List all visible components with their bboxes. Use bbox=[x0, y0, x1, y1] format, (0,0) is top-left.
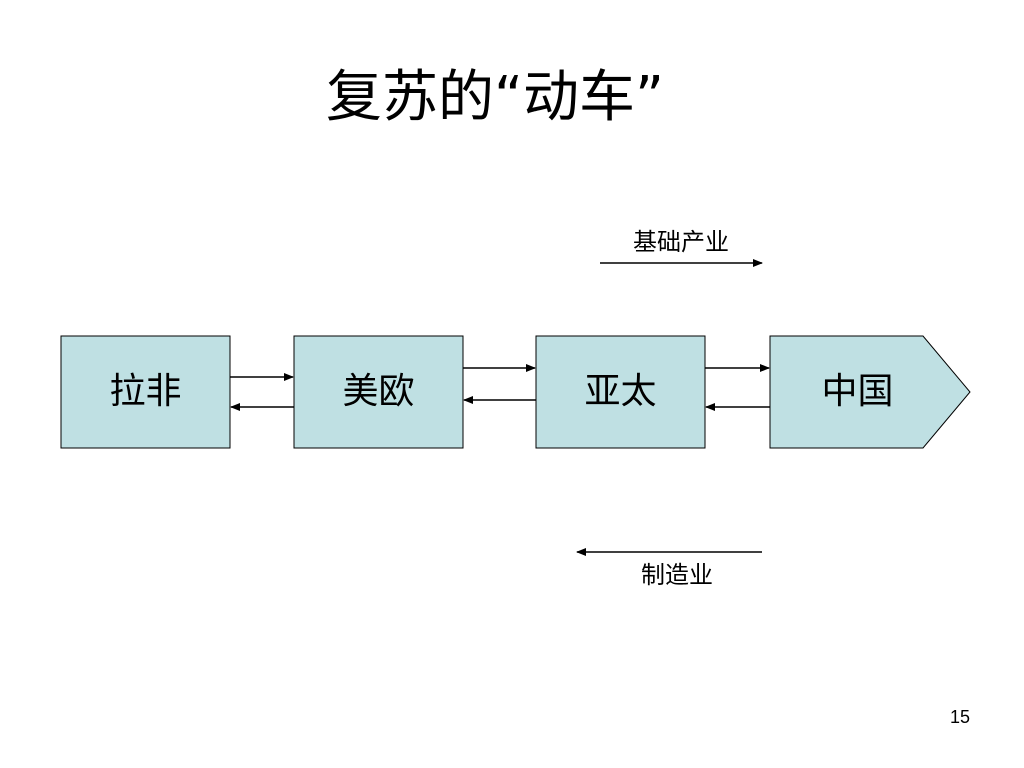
flow-label-manufacturing: 制造业 bbox=[641, 561, 713, 589]
node-box-latin-africa bbox=[60, 335, 231, 449]
node-box-europe-america bbox=[293, 335, 464, 449]
node-box-china bbox=[769, 335, 971, 449]
page-number: 15 bbox=[949, 707, 970, 727]
node-box-asia-pacific bbox=[535, 335, 706, 449]
node-label-europe-america: 美欧 bbox=[342, 371, 415, 412]
flow-label-basic-industry: 基础产业 bbox=[633, 228, 729, 256]
node-label-asia-pacific: 亚太 bbox=[584, 371, 657, 412]
node-label-china: 中国 bbox=[821, 371, 894, 412]
node-label-latin-africa: 拉非 bbox=[109, 371, 182, 412]
slide-title: 复苏的“动车” bbox=[325, 65, 665, 130]
